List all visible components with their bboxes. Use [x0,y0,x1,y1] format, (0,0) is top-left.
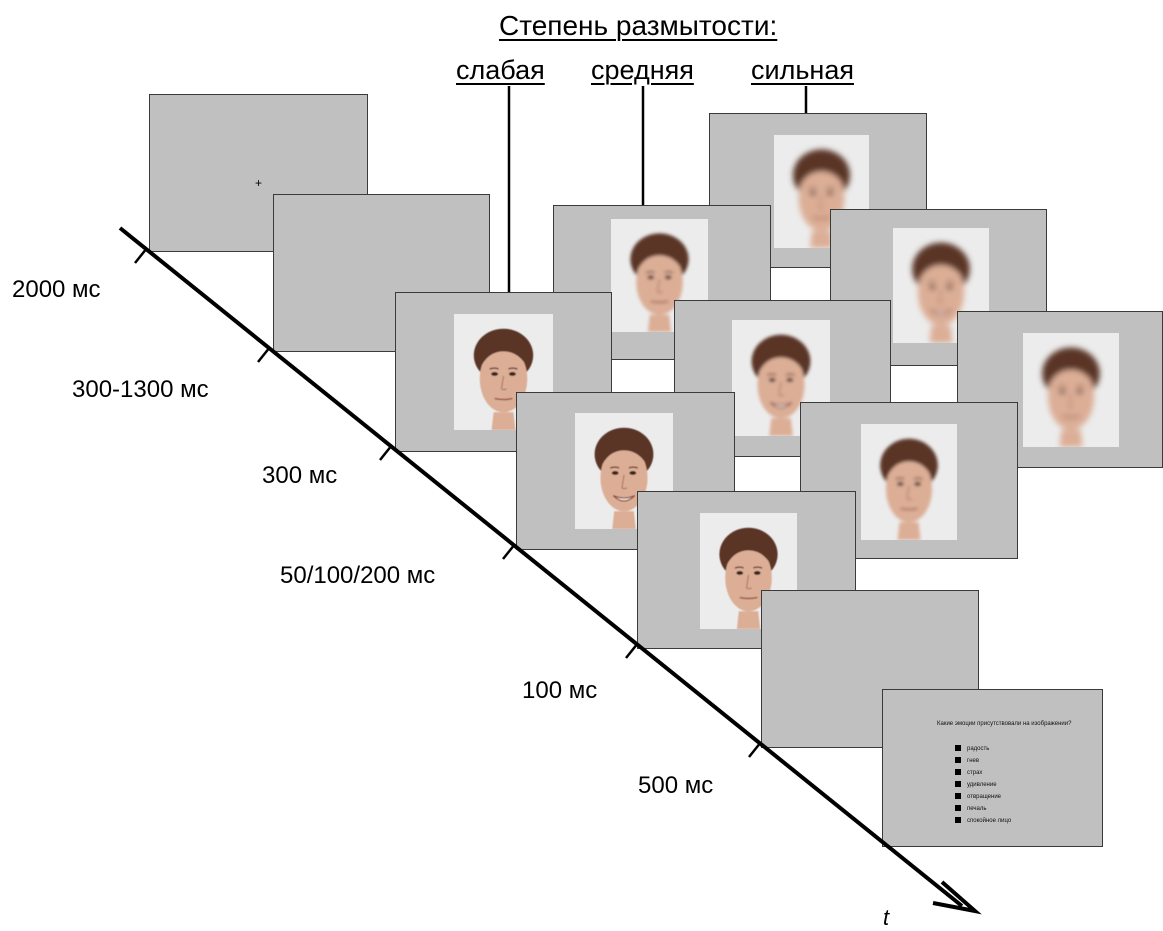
checkbox-icon [955,757,961,763]
time-axis-label: t [883,905,890,930]
answer-option: страх [955,767,1011,779]
duration-label-fixation: 2000 мс [12,276,101,303]
duration-label-exposure: 50/100/200 мс [280,562,436,589]
answer-option-label: отвращение [967,794,1002,800]
checkbox-icon [955,745,961,751]
blur-level-weak: слабая [456,55,545,85]
fixation-cross: + [255,176,263,190]
answer-option: радость [955,743,1011,755]
duration-label-response: 500 мс [638,772,714,799]
blur-level-strong: сильная [751,55,854,85]
answer-option-label: страх [967,770,983,776]
question-text: Какие эмоции присутствовали на изображен… [937,721,1072,727]
answer-options: радость гнев страх удивление отвращение … [955,743,1011,827]
face-photo [861,424,957,540]
blur-level-medium: средняя [591,55,694,85]
face-icon [880,438,938,540]
answer-option-label: гнев [967,758,980,764]
checkbox-icon [955,817,961,823]
answer-option: гнев [955,755,1011,767]
answer-option-label: радость [967,746,990,752]
duration-label-stimulus: 300 мс [262,462,338,489]
checkbox-icon [955,793,961,799]
answer-option-label: спокойное лицо [967,818,1012,824]
answer-option-label: удивление [967,782,997,788]
duration-label-mask: 100 мс [522,677,598,704]
answer-option: удивление [955,779,1011,791]
face-icon [1042,347,1100,447]
checkbox-icon [955,769,961,775]
response-screen: Какие эмоции присутствовали на изображен… [882,689,1103,847]
answer-option: отвращение [955,791,1011,803]
answer-option: печаль [955,803,1011,815]
answer-option-label: печаль [967,806,987,812]
duration-label-interval: 300-1300 мс [72,376,209,403]
blur-degree-title: Степень размытости: [499,10,778,41]
checkbox-icon [955,781,961,787]
face-photo [1023,333,1119,447]
answer-option: спокойное лицо [955,815,1011,827]
checkbox-icon [955,805,961,811]
